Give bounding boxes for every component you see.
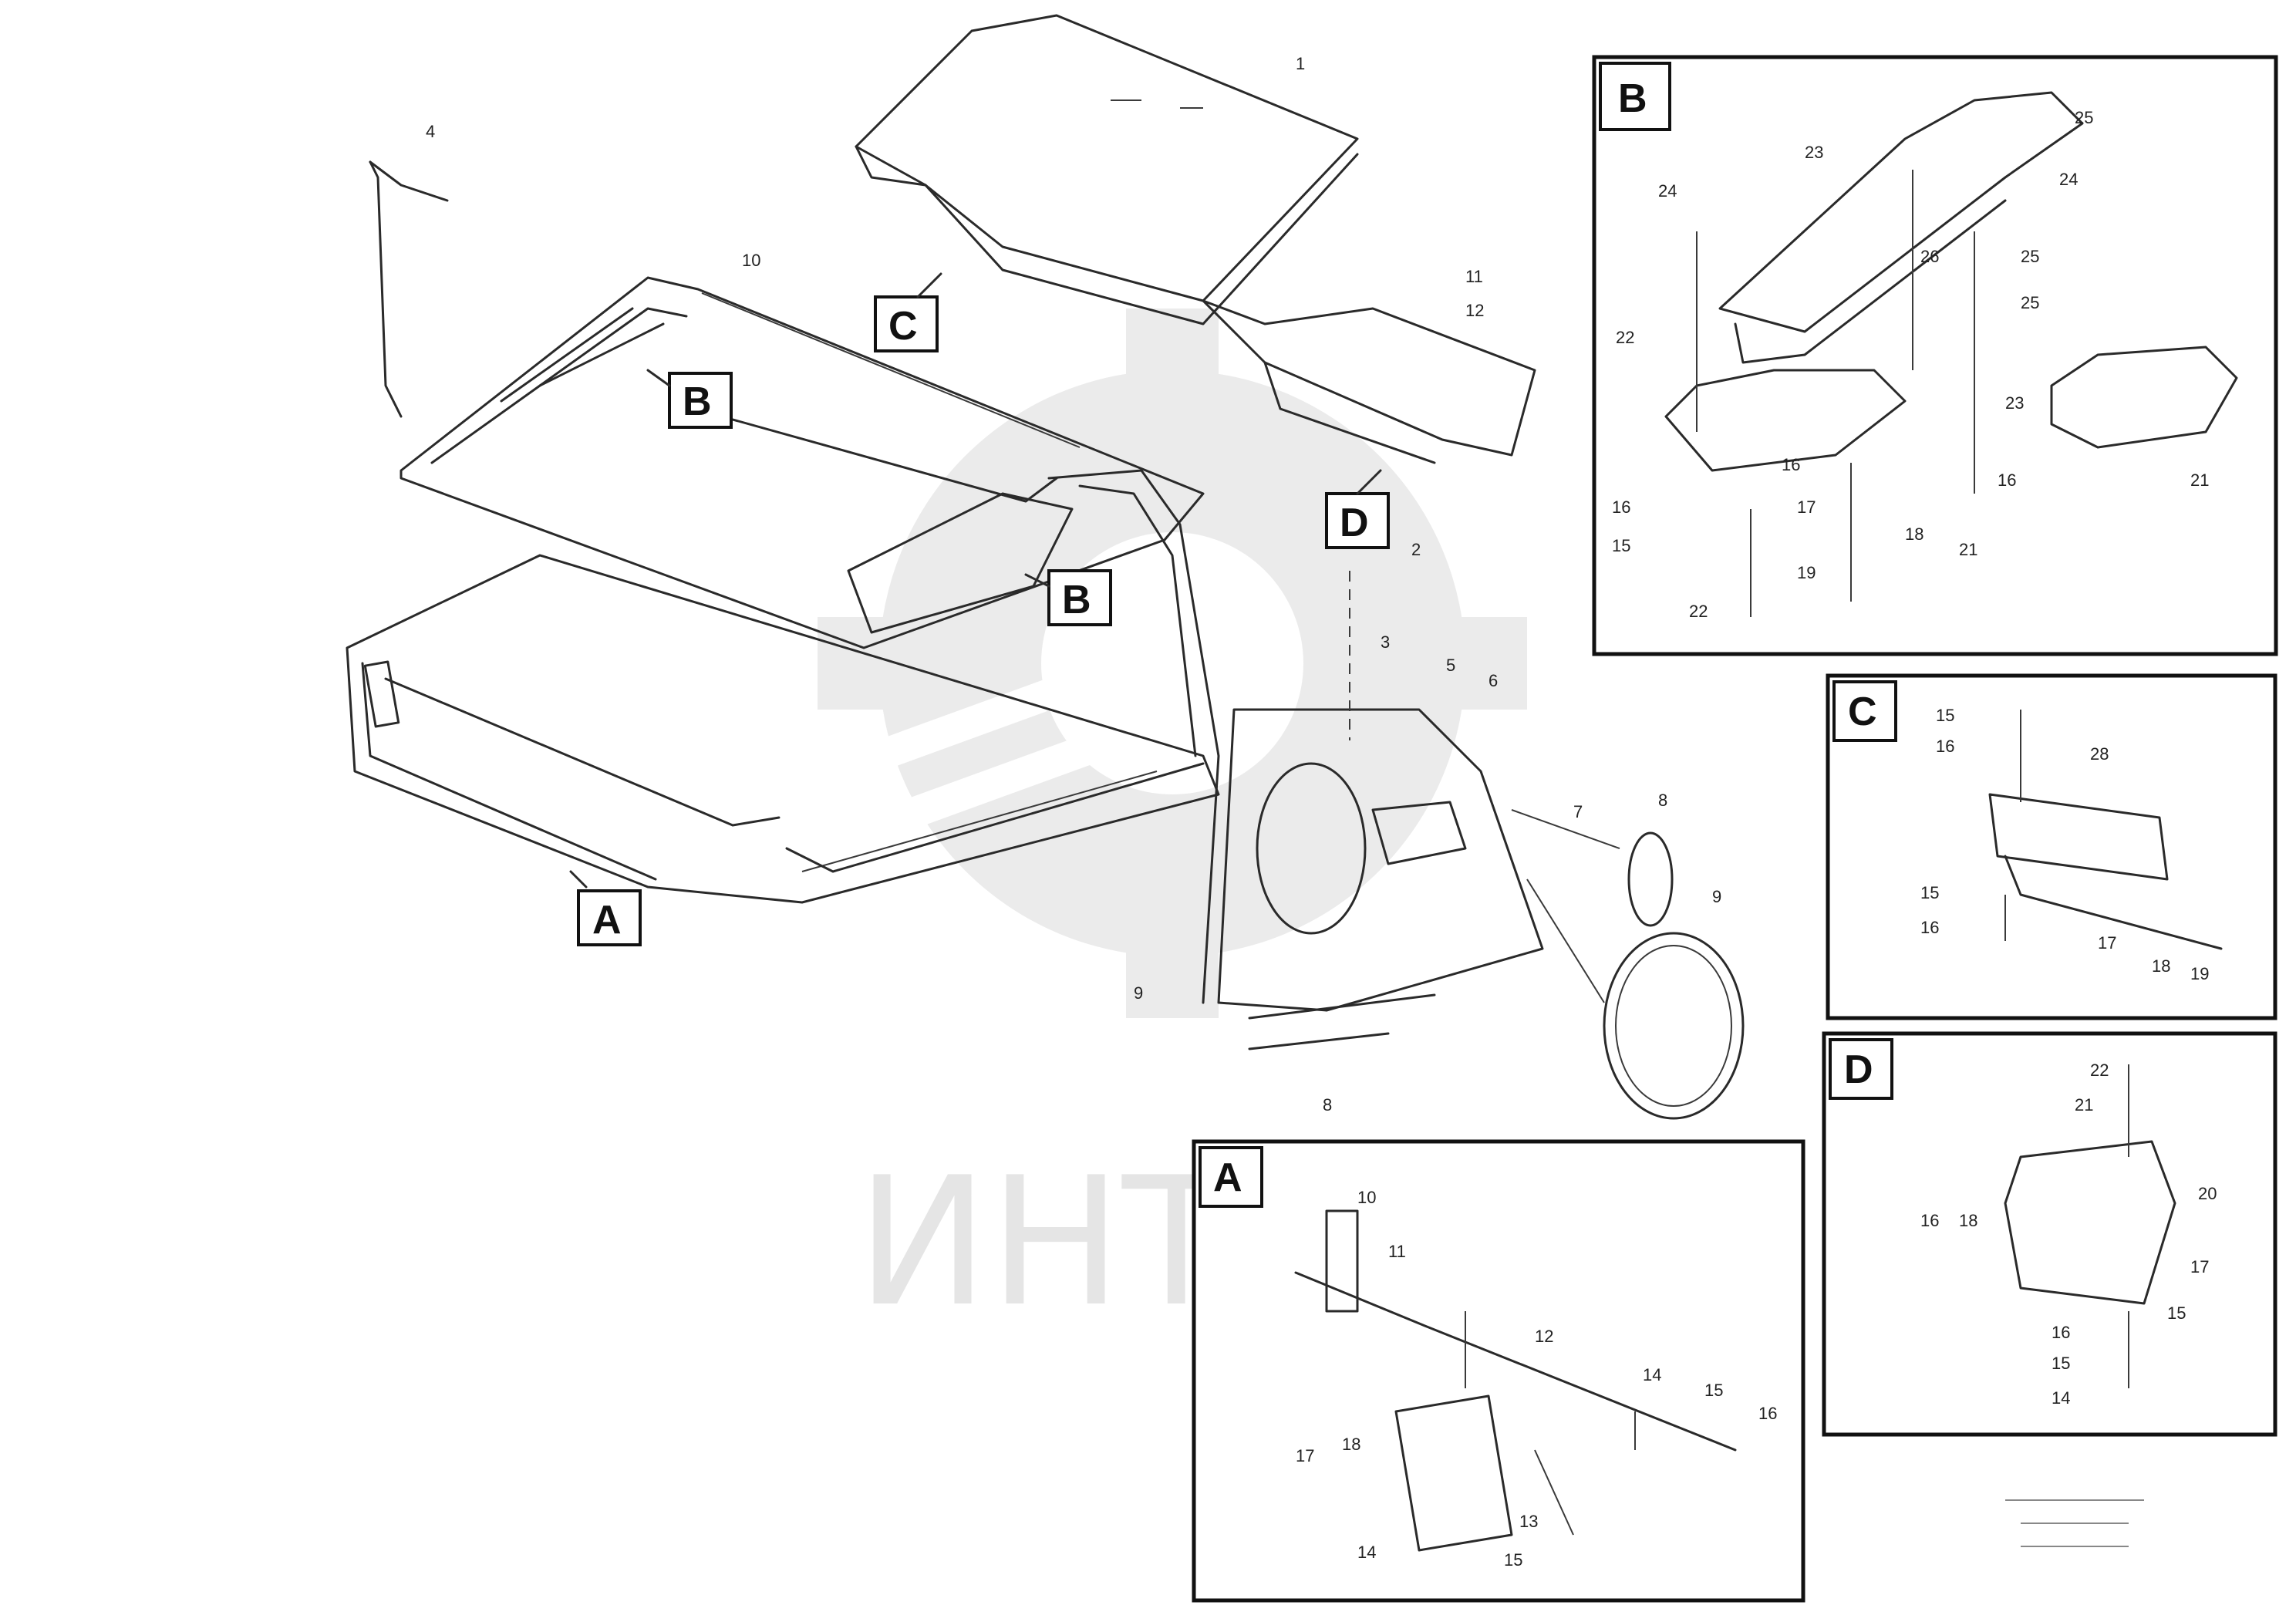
rod-part-4	[369, 160, 403, 418]
svg-text:A: A	[1213, 1155, 1242, 1200]
svg-text:18: 18	[1905, 524, 1923, 544]
svg-text:16: 16	[2052, 1323, 2070, 1342]
svg-text:14: 14	[2052, 1388, 2070, 1408]
roof-panel	[369, 160, 1205, 649]
svg-text:12: 12	[1535, 1327, 1553, 1346]
svg-text:15: 15	[2167, 1303, 2186, 1323]
svg-text:C: C	[888, 304, 918, 349]
svg-text:16: 16	[1782, 455, 1800, 474]
lower-frame	[346, 554, 1220, 904]
svg-text:15: 15	[1920, 883, 1939, 902]
svg-text:28: 28	[2090, 744, 2109, 764]
svg-text:16: 16	[1758, 1404, 1777, 1423]
svg-text:14: 14	[1643, 1365, 1661, 1384]
svg-text:26: 26	[1920, 247, 1939, 266]
svg-text:25: 25	[2021, 247, 2039, 266]
svg-text:17: 17	[1797, 497, 1816, 517]
callout: 1	[1296, 54, 1305, 73]
callout: 4	[426, 122, 435, 141]
svg-text:18: 18	[1959, 1211, 1977, 1230]
svg-text:16: 16	[1936, 737, 1954, 756]
svg-text:D: D	[1844, 1047, 1873, 1092]
svg-text:16: 16	[1998, 470, 2016, 490]
svg-text:19: 19	[1797, 563, 1816, 582]
inset-D: D 22 21 20 16 18 17 15 16 15 14	[1822, 1031, 2277, 1437]
svg-text:20: 20	[2198, 1184, 2217, 1203]
svg-text:14: 14	[1357, 1543, 1376, 1562]
sunroof-frame	[847, 492, 1074, 634]
callout: 9	[1712, 887, 1721, 906]
callout: 2	[1411, 540, 1421, 559]
svg-text:22: 22	[1689, 602, 1708, 621]
svg-text:15: 15	[1504, 1550, 1522, 1570]
svg-text:B: B	[1618, 76, 1647, 121]
svg-text:25: 25	[2021, 293, 2039, 312]
svg-text:13: 13	[1519, 1512, 1538, 1531]
svg-text:25: 25	[2075, 108, 2093, 127]
svg-text:16: 16	[1612, 497, 1630, 517]
callout: 8	[1323, 1095, 1332, 1114]
svg-text:24: 24	[1658, 181, 1677, 201]
callout: 11	[1465, 267, 1483, 286]
callout: 7	[1573, 802, 1583, 821]
detail-marker-B-main-2: B	[1024, 569, 1112, 626]
svg-text:17: 17	[2190, 1257, 2209, 1276]
callout: 6	[1489, 671, 1498, 690]
svg-text:D: D	[1340, 501, 1369, 545]
main-callouts: 4 1 10 11 12 2 3 5 6 7 8 9 9 8	[426, 54, 1721, 1114]
svg-text:16: 16	[1920, 918, 1939, 937]
svg-text:A: A	[592, 898, 622, 943]
svg-text:17: 17	[1296, 1446, 1314, 1465]
drawing-code	[2005, 1499, 2144, 1547]
svg-text:21: 21	[2075, 1095, 2093, 1114]
detail-marker-A-main: A	[569, 870, 642, 946]
callout: 10	[742, 251, 760, 270]
svg-text:23: 23	[2005, 393, 2024, 413]
detail-marker-B-main: B	[646, 369, 733, 429]
svg-text:18: 18	[2152, 956, 2170, 976]
svg-text:11: 11	[1388, 1242, 1406, 1261]
svg-text:B: B	[683, 379, 712, 424]
svg-text:15: 15	[1704, 1381, 1723, 1400]
svg-text:C: C	[1848, 690, 1877, 734]
callout: 5	[1446, 656, 1455, 675]
svg-text:19: 19	[2190, 964, 2209, 983]
svg-text:22: 22	[1616, 328, 1634, 347]
inset-C: C 15 16 28 15 16 17 18 19	[1826, 673, 2277, 1020]
inset-B: B 25 23 24 24 25 25 26 22 21 16 16 16 15…	[1592, 55, 2278, 656]
svg-text:B: B	[1062, 578, 1091, 622]
svg-text:15: 15	[2052, 1354, 2070, 1373]
detail-marker-C-main: C	[874, 272, 942, 352]
svg-text:18: 18	[1342, 1435, 1360, 1454]
svg-text:21: 21	[2190, 470, 2209, 490]
inset-A: A 10 11 12 14 15 16 17 18 13 14 15	[1192, 1139, 1805, 1603]
callout: 12	[1465, 301, 1484, 320]
svg-text:16: 16	[1920, 1211, 1939, 1230]
detail-marker-D-main: D	[1325, 469, 1390, 549]
svg-text:15: 15	[1936, 706, 1954, 725]
svg-text:23: 23	[1805, 143, 1823, 162]
svg-text:24: 24	[2059, 170, 2078, 189]
callout: 8	[1658, 791, 1667, 810]
svg-text:10: 10	[1357, 1188, 1376, 1207]
callout: 3	[1381, 632, 1390, 652]
svg-text:17: 17	[2098, 933, 2116, 953]
top-cover	[855, 14, 1536, 464]
svg-text:15: 15	[1612, 536, 1630, 555]
side-pillar	[1047, 469, 1745, 1120]
svg-text:22: 22	[2090, 1061, 2109, 1080]
svg-text:21: 21	[1959, 540, 1977, 559]
callout: 9	[1134, 983, 1143, 1003]
